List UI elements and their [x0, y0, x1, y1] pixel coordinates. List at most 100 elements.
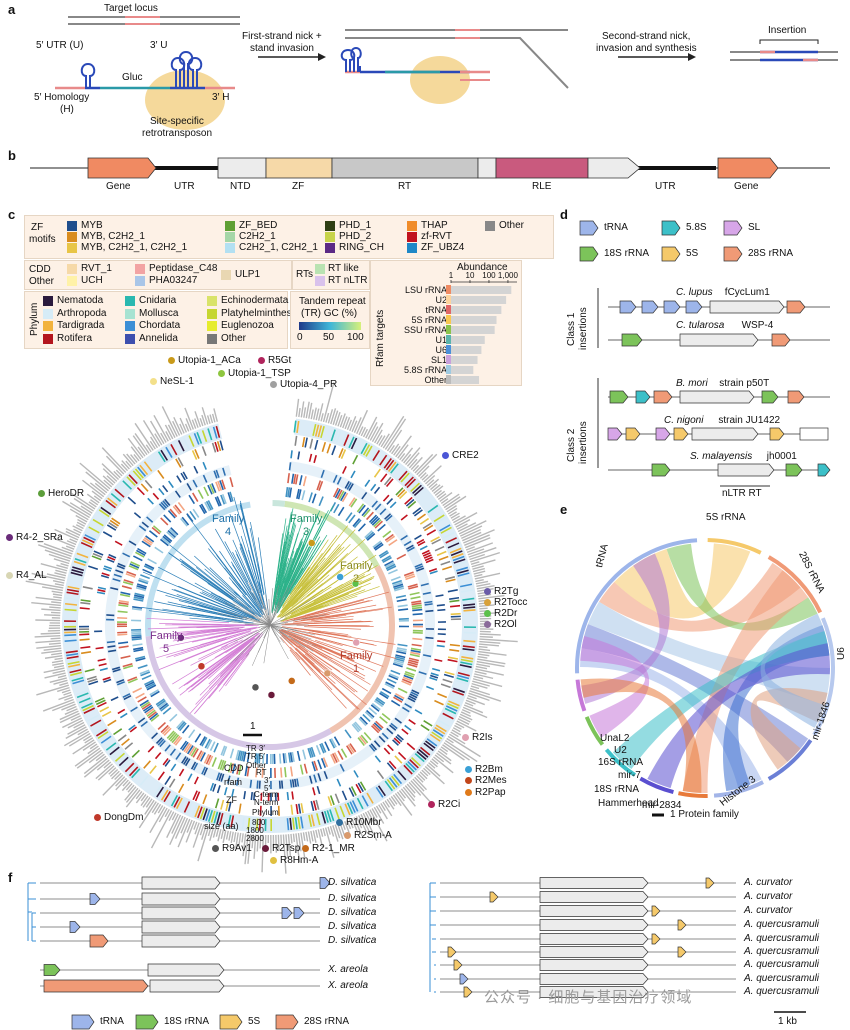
size-bar: [201, 407, 209, 425]
annotation-tick: [448, 700, 460, 707]
annotation-tick: [313, 774, 318, 783]
annotation-tick: [397, 770, 407, 781]
size-bar: [43, 543, 73, 555]
homology-label: 5′ Homology: [34, 92, 90, 103]
size-bar: [73, 721, 85, 729]
size-bar: [451, 515, 460, 522]
annotation-tick: [157, 738, 165, 746]
annotation-tick: [313, 454, 317, 464]
seg-zf: ZF: [292, 181, 305, 192]
family-arc: [145, 635, 333, 750]
annotation-tick: [402, 678, 412, 684]
tree-trunk: [269, 624, 285, 644]
size-bar: [442, 493, 460, 507]
tree-trunk: [268, 598, 271, 626]
annotation-tick: [112, 578, 121, 582]
annotation-tick: [220, 773, 225, 782]
tree-branch: [225, 653, 250, 687]
clade-marker: [344, 832, 351, 839]
annotation-tick: [69, 668, 82, 674]
annotation-tick: [167, 445, 176, 457]
annotation-tick: [348, 497, 356, 507]
annotation-tick: [400, 534, 408, 541]
tree-branch: [197, 637, 232, 650]
annotation-tick: [188, 435, 195, 447]
trna-gene: [89, 893, 101, 905]
annotation-tick: [442, 712, 454, 720]
annotation-tick: [132, 687, 143, 694]
annotation-tick: [94, 697, 105, 703]
tree-branch: [199, 594, 255, 619]
clade-marker: [94, 814, 101, 821]
ring-label: RT: [256, 768, 267, 777]
annotation-tick: [187, 773, 193, 782]
annotation-tick: [128, 565, 139, 571]
annotation-tick: [318, 480, 324, 491]
size-bar: [351, 818, 359, 834]
annotation-tick: [131, 636, 142, 639]
size-bar: [111, 770, 120, 780]
annotation-tick: [401, 680, 412, 686]
tree-branch: [279, 550, 295, 594]
tree-trunk: [242, 616, 271, 626]
annotation-tick: [70, 671, 83, 677]
annotation-tick: [194, 791, 201, 802]
size-bar: [322, 382, 335, 423]
annotation-tick: [107, 645, 116, 648]
annotation-tick: [202, 808, 208, 821]
right-species-label: A. quercusramuli: [744, 959, 820, 970]
rfam-category-label: U1: [435, 335, 447, 345]
size-bar: [65, 545, 75, 550]
size-bar: [458, 715, 471, 723]
clade-marker: [462, 734, 469, 741]
rt-gene: [147, 963, 225, 977]
size-bar: [83, 757, 109, 778]
tree-branch: [290, 640, 358, 693]
annotation-tick: [229, 748, 235, 759]
sl-gene: [607, 427, 623, 441]
size-bar: [351, 420, 358, 432]
size-bar: [122, 453, 134, 467]
size-bar: [471, 559, 496, 568]
size-bar: [455, 518, 471, 528]
annotation-tick: [116, 681, 126, 686]
annotation-tick: [360, 734, 369, 744]
size-bar: [447, 507, 458, 515]
annotation-tick: [178, 768, 185, 777]
rt-gene: [717, 463, 775, 477]
size-bar: [87, 745, 99, 755]
annotation-tick: [106, 640, 115, 644]
annotation-tick: [409, 653, 420, 658]
size-bar: [454, 724, 462, 730]
annotation-tick: [243, 791, 247, 800]
annotation-tick: [436, 550, 447, 557]
clade-marker: [38, 490, 45, 497]
annotation-tick: [76, 692, 89, 699]
tree-branch: [208, 637, 256, 680]
size-bar: [310, 409, 314, 420]
tree-branch: [158, 638, 237, 670]
size-bar: [476, 660, 505, 668]
clade-label: R2Bm: [475, 764, 503, 775]
annotation-tick: [434, 658, 443, 662]
tree-trunk: [269, 624, 317, 647]
annotation-tick: [460, 658, 473, 663]
annotation-tick: [339, 763, 345, 772]
tree-branch: [281, 590, 316, 617]
size-bar: [479, 638, 518, 643]
annotation-tick: [216, 772, 221, 781]
size-bar: [53, 537, 76, 548]
size-bar: [421, 474, 429, 481]
tree-trunk: [269, 624, 286, 640]
size-bar: [241, 833, 244, 843]
annotation-tick: [88, 565, 99, 570]
size-bar: [52, 580, 65, 584]
size-bar: [436, 752, 452, 765]
annotation-tick: [143, 565, 154, 571]
annotation-tick: [361, 491, 368, 500]
size-bar: [374, 429, 383, 444]
annotation-tick: [148, 530, 158, 538]
annotation-tick: [167, 529, 176, 538]
annotation-tick: [392, 581, 403, 587]
annotation-tick: [145, 682, 156, 689]
